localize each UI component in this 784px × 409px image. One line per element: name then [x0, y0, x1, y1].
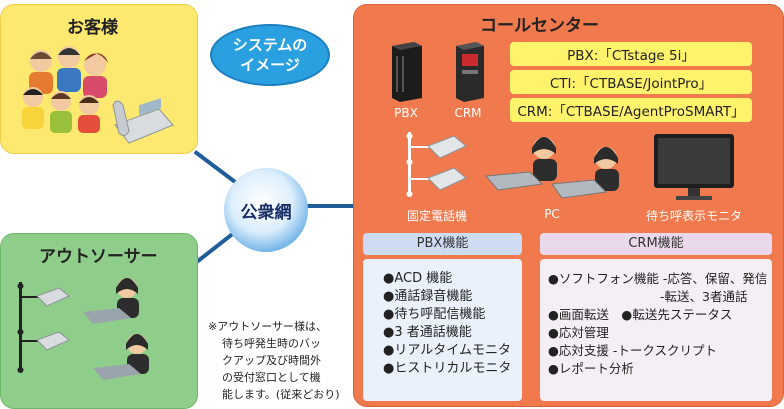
pbx-function-item: ●ヒストリカルモニタ	[383, 361, 512, 376]
bubble-line-2: イメージ	[240, 56, 300, 74]
note-line: の受付窓口として機	[222, 371, 321, 384]
customer-title: お客様	[67, 18, 118, 38]
public-network-label: 公衆網	[240, 202, 292, 223]
pbx-function-item: ●リアルタイムモニタ	[383, 343, 511, 358]
system-image-bubble: システムの イメージ	[210, 24, 330, 86]
note-line: クアップ及び時間外	[222, 354, 321, 367]
fixed-phone-icon	[406, 132, 467, 197]
pbx-server-icon	[392, 42, 422, 102]
bubble-line-1: システムの	[232, 36, 308, 54]
public-network-node: 公衆網	[224, 168, 308, 252]
crm-functions-list: ●ソフトフォン機能 -応答、保留、発信 -転送、3者通話 ●画面転送 ●転送先ス…	[548, 270, 767, 378]
note-line: 待ち呼発生時のバッ	[222, 337, 321, 350]
pbx-function-item: ●待ち呼配信機能	[383, 307, 486, 322]
pc-label: PC	[544, 207, 560, 221]
system-crm-box: CRM:「CTBASE/AgentProSMART」	[510, 98, 752, 122]
system-cti-box: CTI:「CTBASE/JointPro」	[510, 70, 752, 94]
customer-phone-icon	[112, 98, 174, 144]
crm-functions-box	[540, 259, 772, 401]
pbx-label: PBX	[394, 106, 418, 120]
pbx-functions-header: PBX機能	[363, 233, 522, 255]
pbx-functions-box	[363, 259, 522, 401]
pbx-function-item: ●ACD 機能	[383, 271, 453, 286]
queue-monitor-icon	[654, 134, 734, 200]
crm-function-item: ●応対支援 -トークスクリプト	[548, 343, 718, 358]
outsourcer-panel: アウトソーサー	[0, 233, 198, 409]
crm-function-item: ●ソフトフォン機能 -応答、保留、発信	[548, 271, 768, 286]
note-line: 能します。(従来どおり)	[222, 388, 340, 401]
outsourcer-agent-1-icon	[83, 278, 139, 324]
callcenter-title: コールセンター	[480, 16, 599, 36]
crm-function-item: -転送、3者通話	[660, 289, 748, 304]
customer-people-icon	[22, 46, 108, 133]
outsourcer-agent-2-icon	[93, 334, 149, 380]
queue-monitor-label: 待ち呼表示モニタ	[645, 209, 742, 223]
outsourcer-title: アウトソーサー	[39, 247, 158, 267]
system-pbx-box: PBX:「CTstage 5i」	[510, 42, 752, 66]
crm-label: CRM	[454, 106, 482, 120]
crm-function-item: ●画面転送 ●転送先ステータス	[548, 307, 733, 322]
line-network-callcenter	[300, 204, 354, 208]
crm-function-item: ●レポート分析	[548, 361, 634, 376]
pbx-functions-list: ●ACD 機能 ●通話録音機能 ●待ち呼配信機能 ●3 者通話機能 ●リアルタイ…	[383, 270, 511, 378]
crm-function-item: ●応対管理	[548, 325, 609, 340]
fixed-phone-label: 固定電話機	[406, 209, 467, 223]
customer-panel: お客様	[0, 4, 198, 154]
outsourcer-phone-line-icon	[17, 282, 70, 373]
crm-server-icon	[456, 42, 484, 102]
agent-pc-icon	[484, 137, 619, 199]
outsourcer-note: ※アウトソーサー様は、 待ち呼発生時のバッ クアップ及び時間外 の受付窓口として…	[208, 318, 339, 403]
note-line: ※アウトソーサー様は、	[208, 320, 327, 333]
pbx-function-item: ●通話録音機能	[383, 289, 473, 304]
pbx-function-item: ●3 者通話機能	[383, 325, 472, 340]
crm-functions-header: CRM機能	[540, 233, 772, 255]
